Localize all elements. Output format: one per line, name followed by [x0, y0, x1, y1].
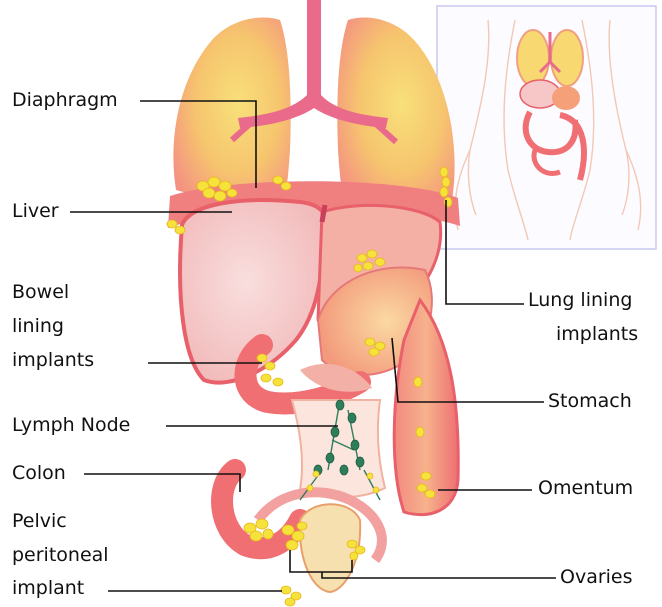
- label-lymph-node: Lymph Node: [12, 414, 130, 436]
- label-colon: Colon: [12, 462, 66, 484]
- label-pelvic-line-3: implant: [12, 577, 84, 599]
- label-omentum: Omentum: [538, 477, 633, 499]
- label-diaphragm: Diaphragm: [12, 89, 118, 111]
- label-pelvic-line-1: Pelvic: [12, 510, 67, 532]
- leader-ovaries-2: [322, 572, 556, 578]
- inset-thumbnail: [437, 6, 656, 249]
- label-bowel-line-1: Bowel: [12, 281, 69, 303]
- implant-pelvic: [244, 519, 307, 606]
- label-bowel-line-3: implants: [12, 349, 94, 371]
- label-liver: Liver: [12, 200, 59, 222]
- label-pelvic-line-2: peritoneal: [12, 544, 109, 566]
- label-lung-lining-line-2: implants: [556, 323, 638, 345]
- label-ovaries: Ovaries: [560, 566, 633, 588]
- label-stomach: Stomach: [548, 390, 632, 412]
- label-bowel-line-2: lining: [12, 315, 64, 337]
- label-lung-lining-line-1: Lung lining: [528, 289, 632, 311]
